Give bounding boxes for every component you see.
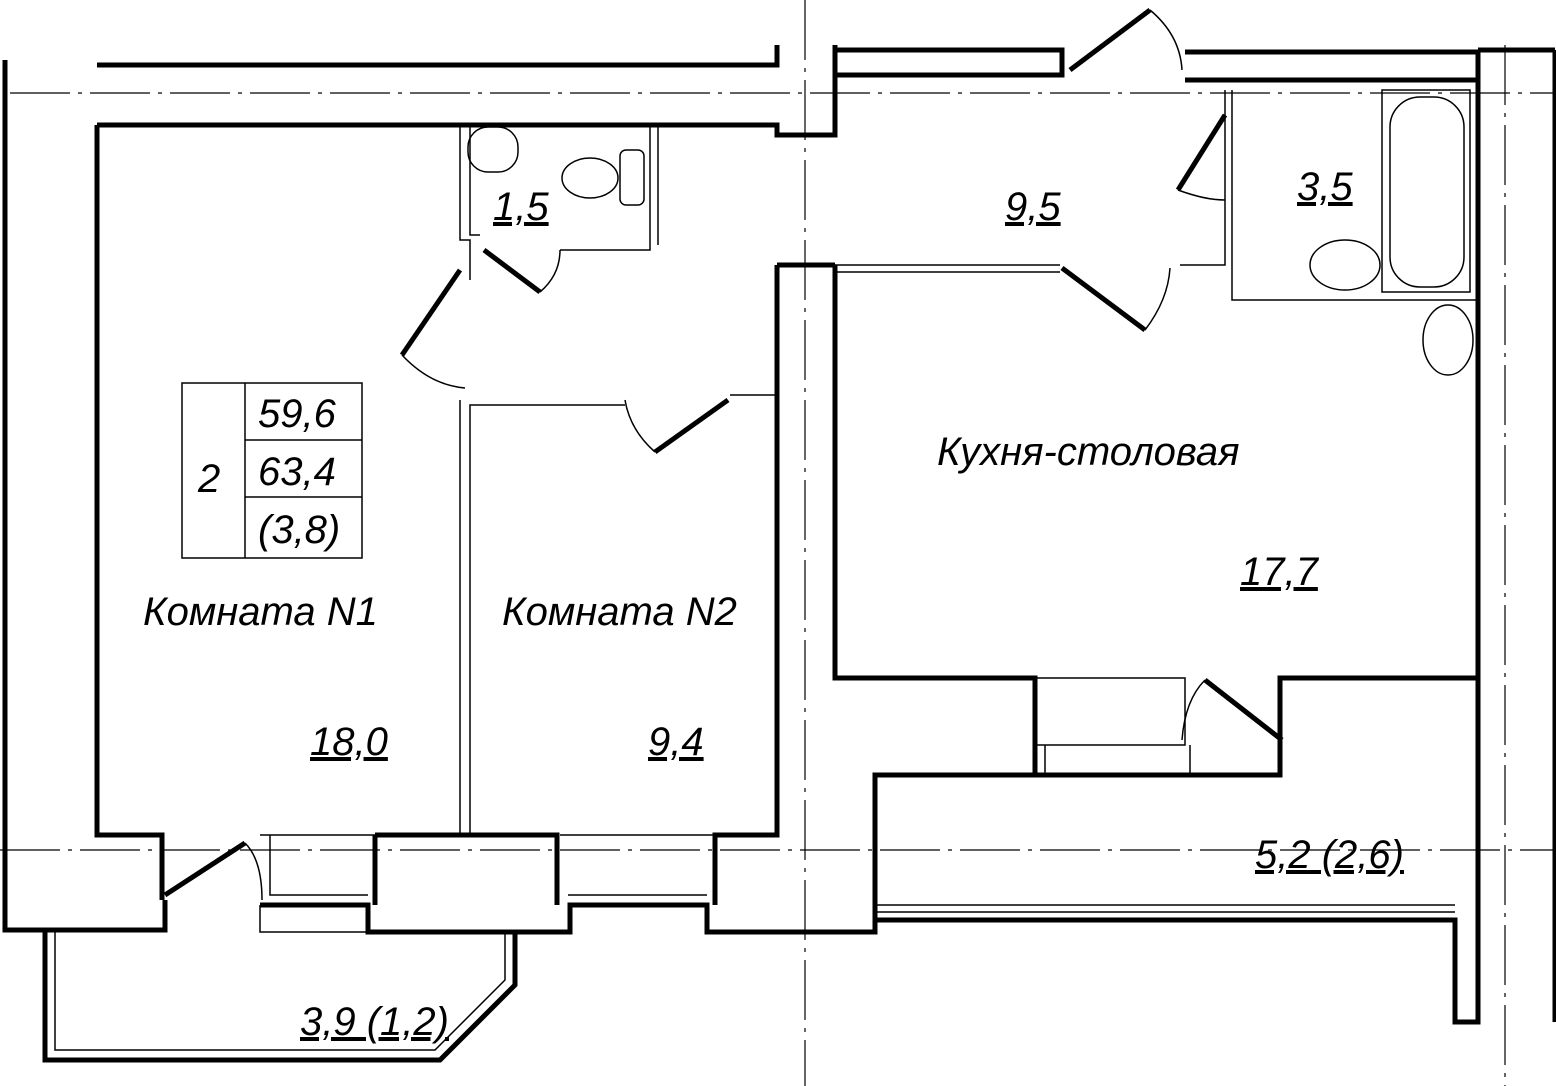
toilet-icon: [561, 157, 619, 199]
room-2-name: Комната N2: [502, 590, 737, 634]
balcony-1-area: 3,9 (1,2): [300, 1000, 449, 1044]
room-labels: Комната N1 18,0 Комната N2 9,4 Кухня-сто…: [143, 165, 1404, 1044]
apartment-summary: 2 59,6 63,4 (3,8): [181, 382, 363, 559]
bathroom-area: 3,5: [1297, 165, 1353, 209]
room-1-area: 18,0: [310, 720, 388, 764]
rooms-count: 2: [197, 457, 220, 501]
living-area: 59,6: [258, 392, 337, 436]
balcony-area: (3,8): [258, 508, 340, 552]
wc-area: 1,5: [493, 185, 549, 229]
room-1-name: Комната N1: [143, 590, 378, 634]
washbasin-icon: [1309, 239, 1381, 291]
bathtub-icon: [1381, 89, 1471, 293]
doors: [163, 8, 1284, 901]
kitchen-name: Кухня-столовая: [937, 430, 1239, 474]
room-2-area: 9,4: [648, 720, 704, 764]
balcony-2-area: 5,2 (2,6): [1255, 833, 1404, 877]
hall-area: 9,5: [1005, 185, 1061, 229]
sanitary-fixtures: [467, 89, 1474, 376]
kitchen-area: 17,7: [1240, 550, 1320, 594]
walls: [2, 45, 1556, 1063]
sink-icon: [467, 126, 519, 173]
kitchen-sink-icon: [1422, 304, 1474, 376]
total-area: 63,4: [258, 450, 336, 494]
